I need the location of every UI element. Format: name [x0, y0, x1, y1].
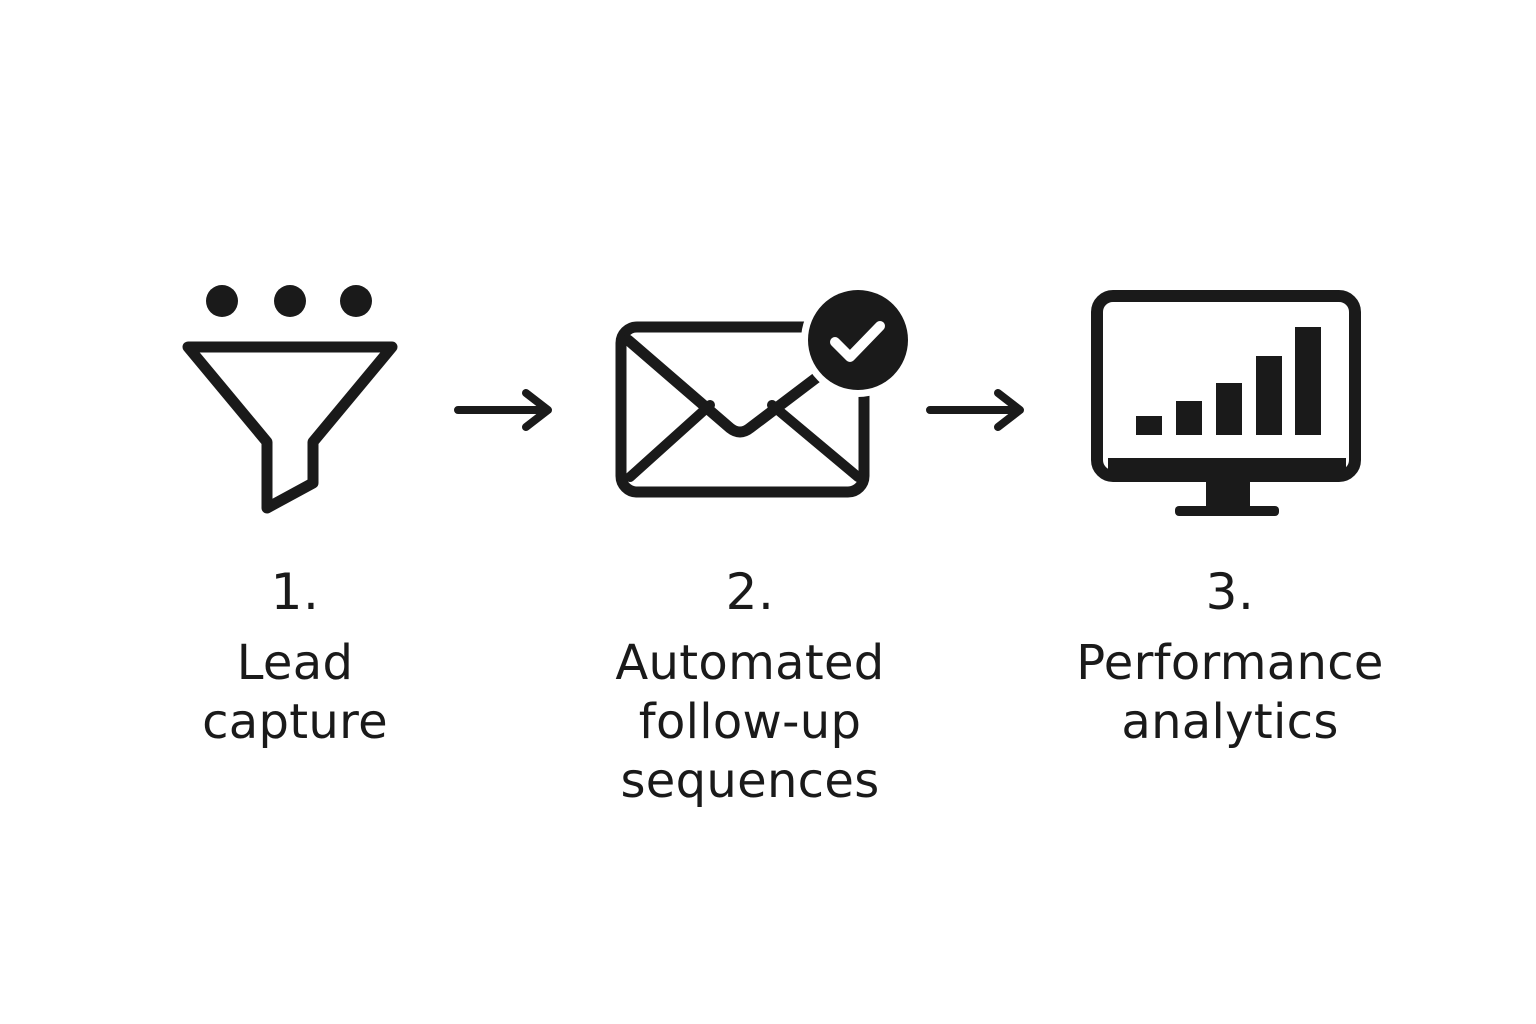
funnel-icon [170, 280, 410, 530]
monitor-bar-chart-icon [1080, 280, 1380, 530]
step-3-label: Performance analytics [1076, 635, 1384, 750]
envelope-check-icon [600, 280, 920, 510]
arrow-right-icon [922, 385, 1032, 435]
step-2-number: 2. [725, 563, 775, 621]
step-1-label: Lead capture [202, 635, 388, 750]
step-3-number: 3. [1205, 563, 1255, 621]
arrow-right-icon [450, 385, 560, 435]
step-1-number: 1. [270, 563, 320, 621]
step-2-label: Automated follow-up sequences [615, 635, 885, 809]
